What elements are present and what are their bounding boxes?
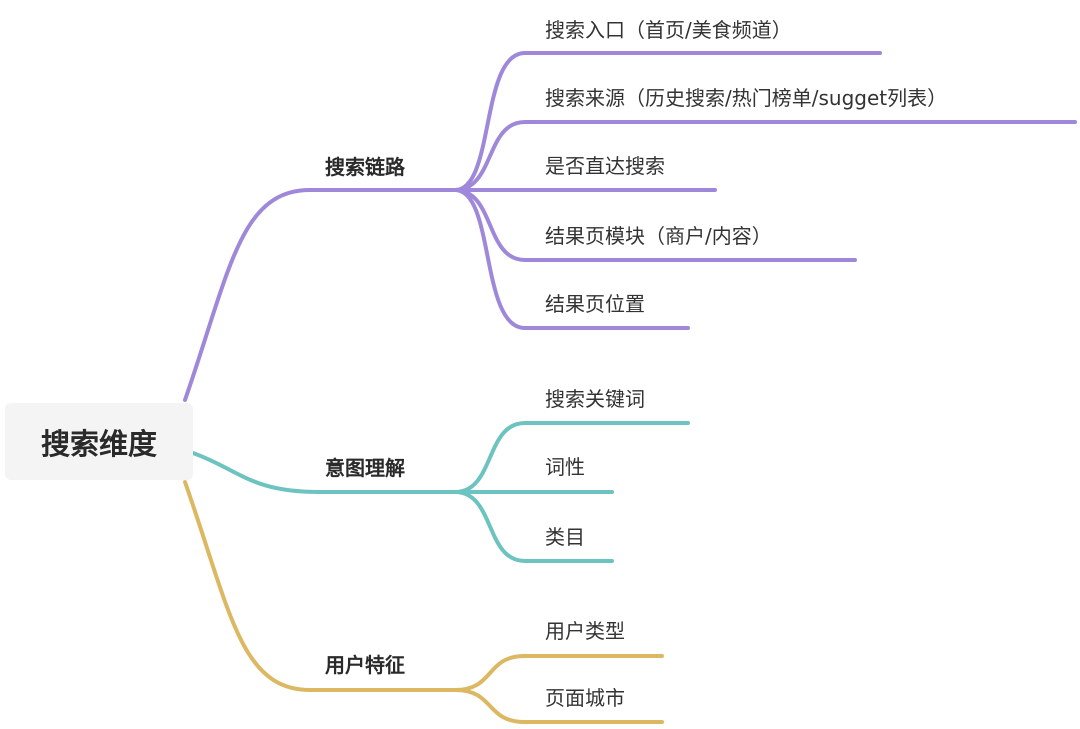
connector-leaf-1 bbox=[453, 51, 882, 192]
branch-connectors-user bbox=[183, 480, 664, 724]
leaf-node[interactable]: 类目 bbox=[545, 525, 585, 549]
branch-user[interactable]: 用户特征 bbox=[325, 653, 405, 677]
leaf-node[interactable]: 搜索入口（首页/美食频道） bbox=[545, 18, 792, 42]
branch-search-chain[interactable]: 搜索链路 bbox=[325, 155, 405, 179]
branch-intent[interactable]: 意图理解 bbox=[325, 456, 405, 480]
connector-leaf-1 bbox=[453, 421, 690, 494]
root-label: 搜索维度 bbox=[40, 426, 157, 461]
connector-leaf-5 bbox=[453, 188, 690, 330]
connector-root-to-search-chain bbox=[183, 188, 457, 402]
connector-root-to-intent bbox=[191, 451, 457, 494]
branch-connectors-search-chain bbox=[183, 51, 1077, 402]
connector-leaf-2 bbox=[453, 688, 664, 724]
branch-connectors-intent bbox=[191, 421, 690, 563]
leaf-node[interactable]: 结果页位置 bbox=[545, 292, 645, 316]
leaf-node[interactable]: 搜索关键词 bbox=[545, 387, 645, 411]
leaf-node[interactable]: 词性 bbox=[545, 455, 585, 479]
leaf-node[interactable]: 搜索来源（历史搜索/热门榜单/sugget列表） bbox=[545, 86, 948, 110]
connector-leaf-2 bbox=[453, 120, 1077, 192]
connector-leaf-3 bbox=[453, 490, 614, 563]
root-node[interactable]: 搜索维度 bbox=[5, 403, 193, 480]
connector-leaf-4 bbox=[453, 188, 857, 262]
leaf-node[interactable]: 页面城市 bbox=[545, 686, 625, 710]
leaf-node[interactable]: 结果页模块（商户/内容） bbox=[545, 224, 772, 248]
leaf-node[interactable]: 是否直达搜索 bbox=[545, 154, 665, 178]
leaf-node[interactable]: 用户类型 bbox=[545, 619, 625, 643]
connector-leaf-1 bbox=[453, 654, 664, 692]
connector-root-to-user bbox=[183, 480, 457, 692]
